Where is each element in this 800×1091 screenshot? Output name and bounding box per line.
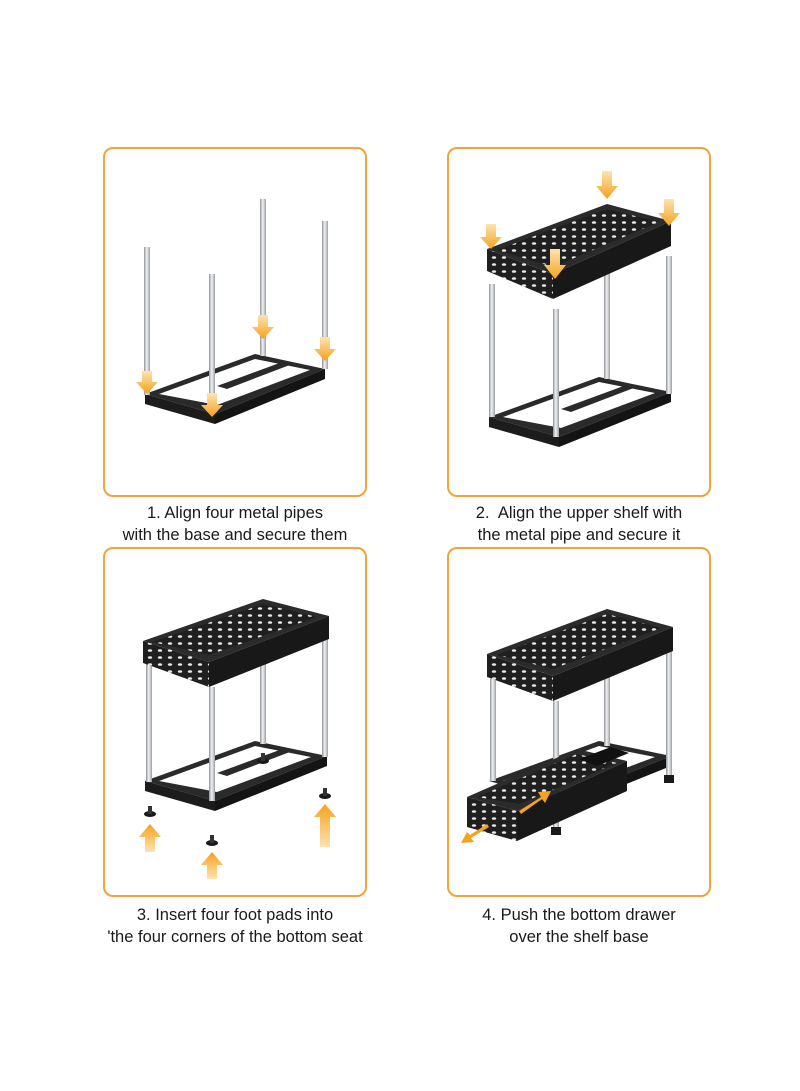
- shelf-base: [145, 354, 325, 424]
- diagonal-push-arrow-icon: [519, 791, 551, 814]
- down-arrow-icon: [136, 371, 158, 394]
- metal-pipe: [260, 649, 266, 744]
- step-1-caption: 1. Align four metal pipes with the base …: [75, 502, 395, 546]
- metal-pipe: [490, 679, 496, 781]
- up-arrow-icon: [139, 824, 161, 852]
- down-arrow-icon: [544, 249, 566, 279]
- down-arrow-icon: [201, 393, 223, 417]
- step-2-caption: 2. Align the upper shelf with the metal …: [419, 502, 739, 546]
- foot-pad-icon: [551, 827, 561, 835]
- up-arrow-icon: [314, 804, 336, 847]
- step-4-caption: 4. Push the bottom drawer over the shelf…: [419, 904, 739, 948]
- metal-pipe: [146, 662, 152, 782]
- step-3-illustration: [139, 599, 336, 879]
- step-4-illustration: [461, 609, 674, 843]
- step-2-panel: [447, 147, 711, 497]
- metal-pipe: [260, 199, 266, 356]
- caption-line: 2. Align the upper shelf with: [475, 504, 683, 522]
- metal-pipe: [666, 256, 672, 394]
- diagonal-pull-arrow-icon: [461, 824, 489, 843]
- shelf-base: [145, 741, 327, 811]
- step-4-panel: [447, 547, 711, 897]
- metal-pipe: [489, 284, 495, 417]
- metal-pipe: [553, 309, 559, 437]
- caption-line: 3. Insert four foot pads into: [136, 906, 334, 924]
- down-arrow-icon: [314, 337, 336, 361]
- step-1-panel: [103, 147, 367, 497]
- metal-pipe: [604, 661, 610, 746]
- down-arrow-icon: [596, 171, 618, 199]
- metal-pipe: [209, 687, 215, 801]
- metal-pipe: [322, 637, 328, 757]
- down-arrow-icon: [480, 224, 502, 249]
- metal-pipe: [666, 647, 672, 777]
- upper-shelf: [143, 599, 329, 687]
- metal-pipe: [604, 269, 610, 379]
- metal-pipe: [144, 247, 150, 395]
- foot-pad-icon: [144, 806, 156, 817]
- caption-line: 'the four corners of the bottom seat: [107, 928, 363, 946]
- foot-pad-icon: [664, 775, 674, 783]
- caption-line: over the shelf base: [509, 928, 649, 946]
- caption-line: with the base and secure them: [122, 526, 348, 544]
- upper-shelf: [487, 204, 671, 299]
- step-2-illustration: [480, 171, 680, 447]
- upper-shelf: [487, 609, 673, 701]
- shelf-base: [489, 377, 671, 447]
- caption-line: 1. Align four metal pipes: [146, 504, 324, 522]
- step-3-caption: 3. Insert four foot pads into 'the four …: [75, 904, 395, 948]
- step-3-panel: [103, 547, 367, 897]
- foot-pad-icon: [319, 788, 331, 799]
- up-arrow-icon: [201, 852, 223, 879]
- metal-pipe: [322, 221, 328, 369]
- step-1-illustration: [136, 199, 336, 424]
- down-arrow-icon: [658, 199, 680, 226]
- down-arrow-icon: [252, 315, 274, 339]
- foot-pad-icon: [206, 835, 218, 846]
- caption-line: the metal pipe and secure it: [477, 526, 681, 544]
- caption-line: 4. Push the bottom drawer: [482, 906, 676, 924]
- foot-pad-icon: [257, 753, 269, 764]
- metal-pipe: [209, 274, 215, 414]
